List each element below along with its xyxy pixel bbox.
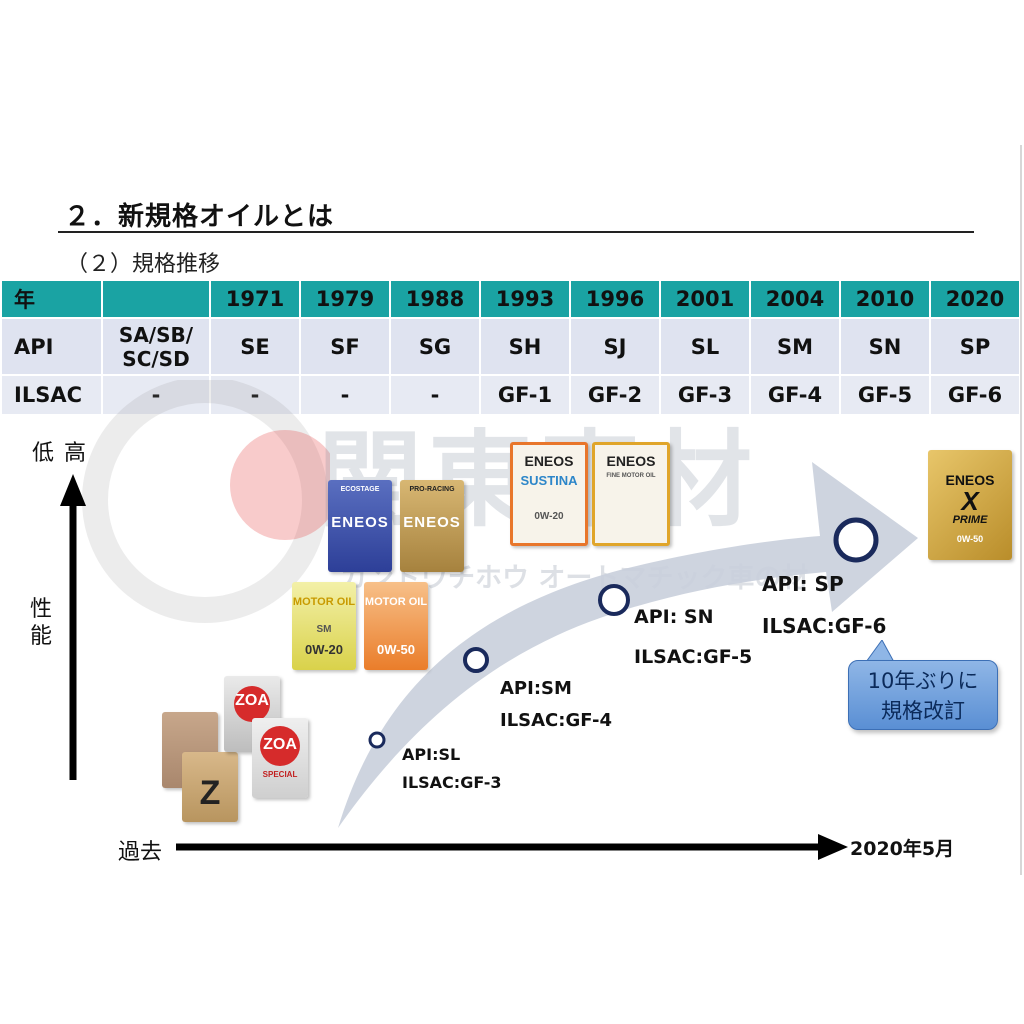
y-axis-high-label: 高 xyxy=(64,441,87,466)
milestone-sl-ilsac: ILSAC:GF-3 xyxy=(402,773,502,792)
api-row: API SA/SB/ SC/SD SE SF SG SH SJ SL SM SN… xyxy=(2,319,1019,374)
y-axis-title: 性 能 xyxy=(30,597,53,649)
milestone-sp-marker xyxy=(833,517,879,563)
ilsac-cell: - xyxy=(211,376,299,414)
title-divider xyxy=(58,231,974,233)
row-label-api: API xyxy=(2,319,101,374)
section-subtitle: （２）規格推移 xyxy=(66,252,221,277)
milestone-sl-api: API:SL xyxy=(402,745,461,764)
year-cell: 2001 xyxy=(661,281,749,317)
product-can-z: Z xyxy=(182,752,238,822)
milestone-sm-ilsac: ILSAC:GF-4 xyxy=(500,710,612,731)
ilsac-cell: GF-4 xyxy=(751,376,839,414)
product-can-eneos-pro-racing: PRO-RACING ENEOS xyxy=(400,480,464,572)
api-cell: SL xyxy=(661,319,749,374)
callout-line-2: 規格改訂 xyxy=(881,699,965,723)
row-label-year: 年 xyxy=(2,281,101,317)
api-cell: SJ xyxy=(571,319,659,374)
year-cell: 1996 xyxy=(571,281,659,317)
api-cell: SP xyxy=(931,319,1019,374)
x-axis-start-label: 過去 xyxy=(118,840,163,865)
year-row: 年 1971 1979 1988 1993 1996 2001 2004 201… xyxy=(2,281,1019,317)
api-cell: SE xyxy=(211,319,299,374)
year-cell: 1988 xyxy=(391,281,479,317)
product-can-motor-oil-yellow: MOTOR OIL SM 0W-20 xyxy=(292,582,356,670)
milestone-sn-ilsac: ILSAC:GF-5 xyxy=(634,646,753,668)
year-cell: 2004 xyxy=(751,281,839,317)
x-axis-arrowhead-icon xyxy=(818,834,848,860)
page-edge-divider xyxy=(1020,145,1022,875)
year-cell: 1979 xyxy=(301,281,389,317)
year-cell xyxy=(103,281,209,317)
revision-callout: 10年ぶりに 規格改訂 xyxy=(848,660,998,730)
milestone-sp-api: API: SP xyxy=(762,572,844,596)
milestone-sl-marker xyxy=(368,731,386,749)
product-can-motor-oil-orange: MOTOR OIL 0W-50 xyxy=(364,582,428,670)
ilsac-row: ILSAC - - - - GF-1 GF-2 GF-3 GF-4 GF-5 G… xyxy=(2,376,1019,414)
row-label-ilsac: ILSAC xyxy=(2,376,101,414)
milestone-sn-marker xyxy=(598,584,630,616)
milestone-sn-api: API: SN xyxy=(634,606,714,628)
spec-table: 年 1971 1979 1988 1993 1996 2001 2004 201… xyxy=(0,279,1021,416)
year-cell: 2010 xyxy=(841,281,929,317)
product-can-eneos-sustina: ENEOS SUSTINA 0W-20 xyxy=(510,442,588,546)
api-cell: SF xyxy=(301,319,389,374)
y-axis-low-label: 低 xyxy=(32,441,55,466)
callout-line-1: 10年ぶりに xyxy=(867,669,979,693)
api-cell: SA/SB/ SC/SD xyxy=(103,319,209,374)
y-axis-arrowhead-icon xyxy=(60,474,86,506)
page-title: ２．新規格オイルとは xyxy=(64,202,335,232)
year-cell: 1993 xyxy=(481,281,569,317)
year-cell: 1971 xyxy=(211,281,299,317)
api-cell: SN xyxy=(841,319,929,374)
watermark-seal-icon xyxy=(82,380,330,623)
milestone-sm-api: API:SM xyxy=(500,678,572,699)
ilsac-cell: GF-2 xyxy=(571,376,659,414)
ilsac-cell: GF-3 xyxy=(661,376,749,414)
ilsac-cell: GF-1 xyxy=(481,376,569,414)
ilsac-cell: GF-5 xyxy=(841,376,929,414)
milestone-sp-ilsac: ILSAC:GF-6 xyxy=(762,614,887,638)
product-can-eneos-fine: ENEOS FINE MOTOR OIL xyxy=(592,442,670,546)
ilsac-cell: - xyxy=(103,376,209,414)
ilsac-cell: GF-6 xyxy=(931,376,1019,414)
x-axis-end-label: 2020年5月 xyxy=(850,838,955,860)
api-cell: SG xyxy=(391,319,479,374)
ilsac-cell: - xyxy=(391,376,479,414)
product-can-eneos-ecostage: ECOSTAGE ENEOS xyxy=(328,480,392,572)
api-cell: SM xyxy=(751,319,839,374)
ilsac-cell: - xyxy=(301,376,389,414)
product-can-eneos-x-prime: ENEOS X PRIME 0W-50 xyxy=(928,450,1012,560)
milestone-sm-marker xyxy=(463,647,489,673)
year-cell: 2020 xyxy=(931,281,1019,317)
product-can-zoa-special: ZOA SPECIAL xyxy=(252,718,308,798)
api-cell: SH xyxy=(481,319,569,374)
